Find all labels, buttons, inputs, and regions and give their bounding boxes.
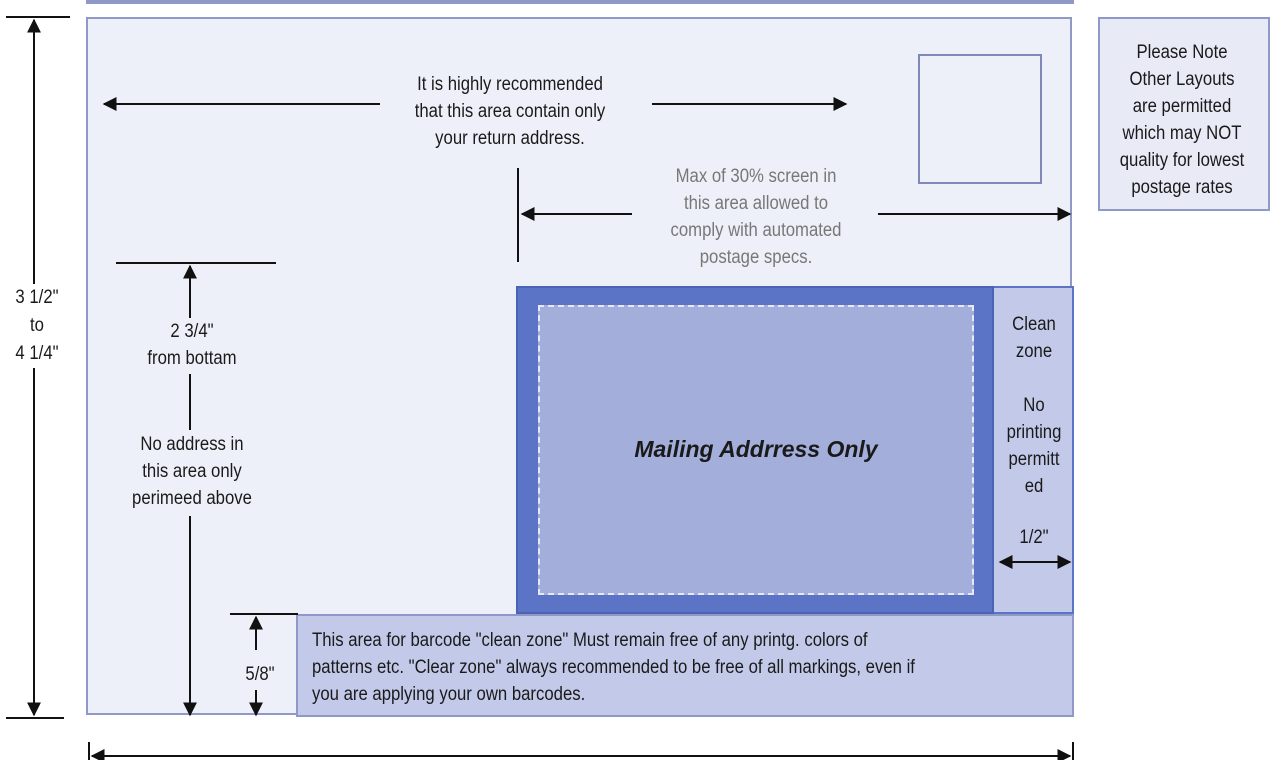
from-bottom-label-line-1: 2 3/4" (170, 321, 214, 342)
five-eighths-label: 5/8" (245, 664, 275, 685)
layout-note-line-4: which may NOT (1122, 123, 1242, 144)
layout-note-line-1: Please Note (1136, 42, 1228, 63)
layout-note-line-3: are permitted (1132, 96, 1232, 117)
return-area-note-line-3: your return address. (435, 128, 585, 149)
no-address-note-line-3: perimeed above (132, 488, 252, 509)
barcode-note-line-2: patterns etc. "Clear zone" always recomm… (312, 657, 915, 678)
return-area-note-line-1: It is highly recommended (417, 74, 603, 95)
mailing-address-inner-area (538, 305, 974, 595)
screen-note-line-3: comply with automated (670, 220, 842, 241)
from-bottom-label-line-2: from bottam (147, 348, 237, 369)
layout-note-line-5: quality for lowest (1119, 150, 1245, 171)
barcode-note-line-1: This area for barcode "clean zone" Must … (312, 630, 868, 651)
barcode-clean-zone (296, 614, 1074, 717)
layout-note-line-2: Other Layouts (1129, 69, 1235, 90)
screen-note-line-1: Max of 30% screen in (675, 166, 837, 187)
top-edge-strip (86, 0, 1074, 4)
screen-note-line-2: this area allowed to (683, 193, 829, 214)
stamp-box (918, 54, 1042, 184)
clean-zone-line-2: zone (1015, 341, 1053, 362)
screen-note-line-4: postage specs. (699, 247, 813, 268)
clean-zone-line-1: Clean (1012, 314, 1056, 335)
height-label-line-3: 4 1/4" (15, 343, 59, 364)
return-area-note-line-2: that this area contain only (414, 101, 606, 122)
clean-zone-line-7: ed (1024, 476, 1044, 497)
clean-zone-line-5: printing (1006, 422, 1062, 443)
note-box: Please Note Other Layouts are permitted … (1098, 17, 1270, 211)
clean-zone-line-6: permitt (1008, 449, 1060, 470)
mailing-address-label: Mailing Addrress Only (634, 436, 878, 462)
height-label-line-1: 3 1/2" (15, 287, 59, 308)
height-label-line-2: to (30, 315, 44, 336)
half-inch-label: 1/2" (1019, 527, 1049, 548)
barcode-note-line-3: you are applying your own barcodes. (312, 684, 586, 705)
no-address-note-line-2: this area only (142, 461, 242, 482)
clean-zone-line-4: No (1023, 395, 1045, 416)
no-address-note-line-1: No address in (140, 434, 244, 455)
layout-note-line-6: postage rates (1131, 177, 1233, 198)
